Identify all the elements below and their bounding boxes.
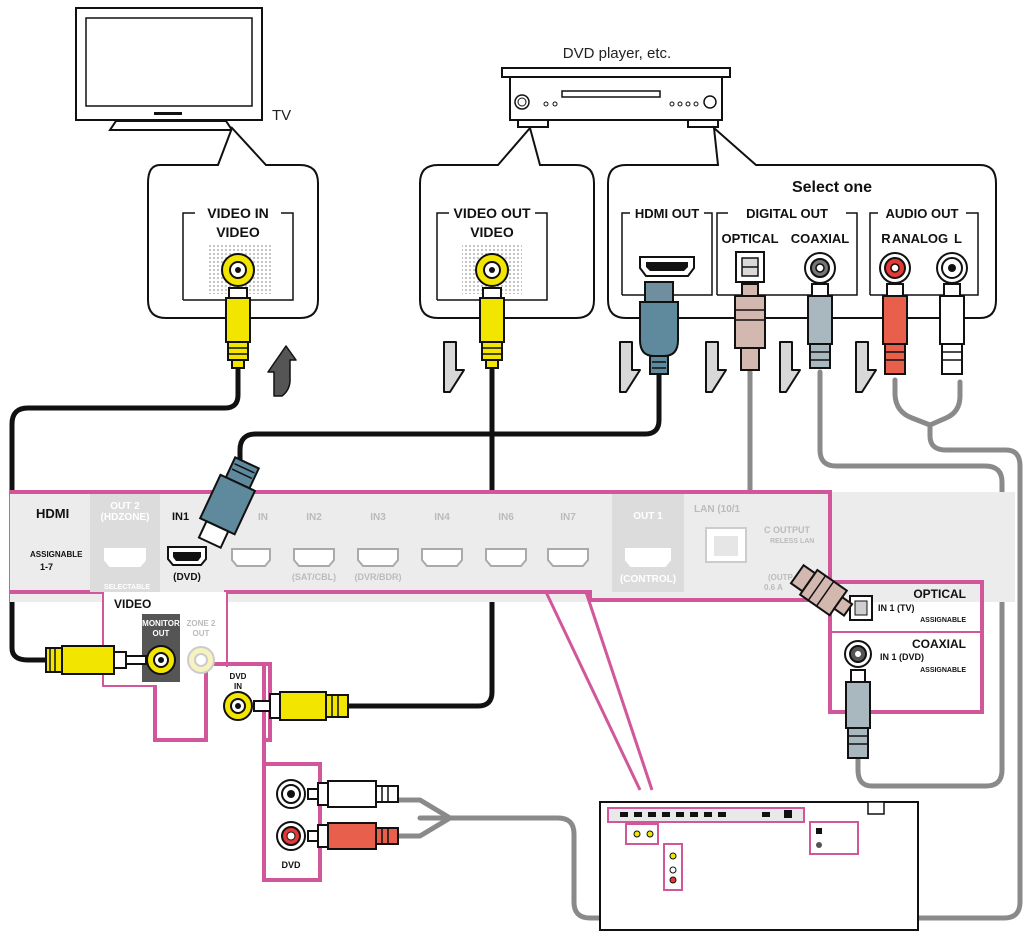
analog-r-jack [879,252,911,284]
dvd-in-label: DVD [230,672,247,681]
tv-video-label: VIDEO [216,224,260,240]
hdmi-plug [639,281,679,375]
in2-label: IN2 [306,512,322,523]
monitor-out-jack [146,645,176,675]
cables [9,367,1023,921]
in4-label: IN4 [434,512,450,523]
dvr-bdr-label: (DVR/BDR) [355,572,402,582]
in6-label: IN6 [498,512,514,523]
l-label: L [954,231,962,246]
digital-out-label: DIGITAL OUT [746,206,828,221]
control-label: (CONTROL) [620,574,676,585]
monitor-out-composite-plug [45,645,147,675]
arrow-up-icon [267,345,297,397]
dvd-player-icon [501,67,731,128]
dvd-in-composite-plug [253,691,349,721]
receiver-coaxial-assign: ASSIGNABLE [920,667,966,674]
out2-label: OUT 2 [110,501,140,512]
hdmi-port-row [231,548,589,567]
monitor-label: MONITOR [142,619,180,628]
receiver-hdmi-label: HDMI [36,506,69,521]
in7-label: IN7 [560,512,576,523]
optical-label: OPTICAL [721,231,778,246]
hdmi-out-jack [639,256,695,277]
r-label: R [881,231,891,246]
dvd-in2-label: IN [234,682,242,691]
receiver-optical-assign: ASSIGNABLE [920,617,966,624]
video-section-label: VIDEO [114,597,151,611]
dvd-audio-label: DVD [281,860,301,870]
arrow-down-icon [619,341,641,393]
audio-out-label: AUDIO OUT [886,206,959,221]
sat-cbl-label: (SAT/CBL) [292,572,336,582]
outp-label: (OUTP [768,573,794,582]
analog-r-plug [882,283,908,375]
analog-label: ANALOG [892,231,948,246]
analog-l-jack [936,252,968,284]
zone2-out-jack [187,646,215,674]
receiver-optical-in-label: IN 1 (TV) [878,603,915,613]
amp-label: 0.6 A [764,583,783,592]
dvd-composite-plug [479,287,505,369]
in1-dvd-label: (DVD) [173,572,201,583]
optical-out-jack [735,251,765,283]
dvd-video-out-jack [475,253,509,287]
receiver-assignable-label: ASSIGNABLE [30,550,83,559]
selectable-label: SELECTABLE [104,584,150,591]
tv-label: TV [272,107,291,124]
tv-video-in-label: VIDEO IN [207,205,268,221]
tv-icon [75,7,263,131]
dvd-player-label: DVD player, etc. [563,45,671,62]
in-partial-label: IN [258,512,268,523]
wireless-lan-label: RELESS LAN [770,538,814,545]
receiver-thumbnail [599,801,919,931]
receiver-coaxial-label: COAXIAL [912,637,966,651]
receiver-optical-jack [849,595,873,621]
dvd-audio-r-jack [276,821,306,851]
receiver-coaxial-plug [845,669,871,759]
zone2-out-label: OUT [193,629,210,638]
in1-label: IN1 [172,511,189,523]
in1-hdmi-jack [167,546,207,566]
coaxial-out-jack [804,252,836,284]
optical-plug [734,283,766,371]
monitor-out-label: OUT [153,629,170,638]
arrow-down-icon [779,341,801,393]
tv-composite-plug [225,287,251,369]
receiver-hdmi-plug [197,456,261,550]
zone2-label: ZONE 2 [187,619,216,628]
dvd-audio-r-plug [307,822,399,850]
coaxial-plug [807,283,833,369]
receiver-coaxial-jack [844,640,872,668]
in3-label: IN3 [370,512,386,523]
dvd-audio-l-jack [276,779,306,809]
select-one-label: Select one [792,179,872,196]
arrow-down-icon [705,341,727,393]
hdzone-label: (HDZONE) [101,512,150,523]
lan-label: LAN (10/1 [694,504,741,515]
out1-label: OUT 1 [633,511,663,522]
dvd-video-label: VIDEO [470,224,514,240]
receiver-optical-plug [789,563,854,617]
receiver-coaxial-in-label: IN 1 (DVD) [880,652,924,662]
dvd-audio-l-plug [307,780,399,808]
tv-bubble [147,126,319,319]
analog-l-plug [939,283,965,375]
dvd-in-jack [223,691,253,721]
hdmi-out-label: HDMI OUT [635,206,699,221]
dc-output-label: C OUTPUT [764,525,811,535]
receiver-optical-label: OPTICAL [913,587,966,601]
receiver-assignable-range: 1-7 [40,562,53,572]
arrow-down-icon [443,341,465,393]
coaxial-label: COAXIAL [791,231,850,246]
arrow-down-icon [855,341,877,393]
tv-video-jack [221,253,255,287]
dvd-video-out-label: VIDEO OUT [453,205,530,221]
